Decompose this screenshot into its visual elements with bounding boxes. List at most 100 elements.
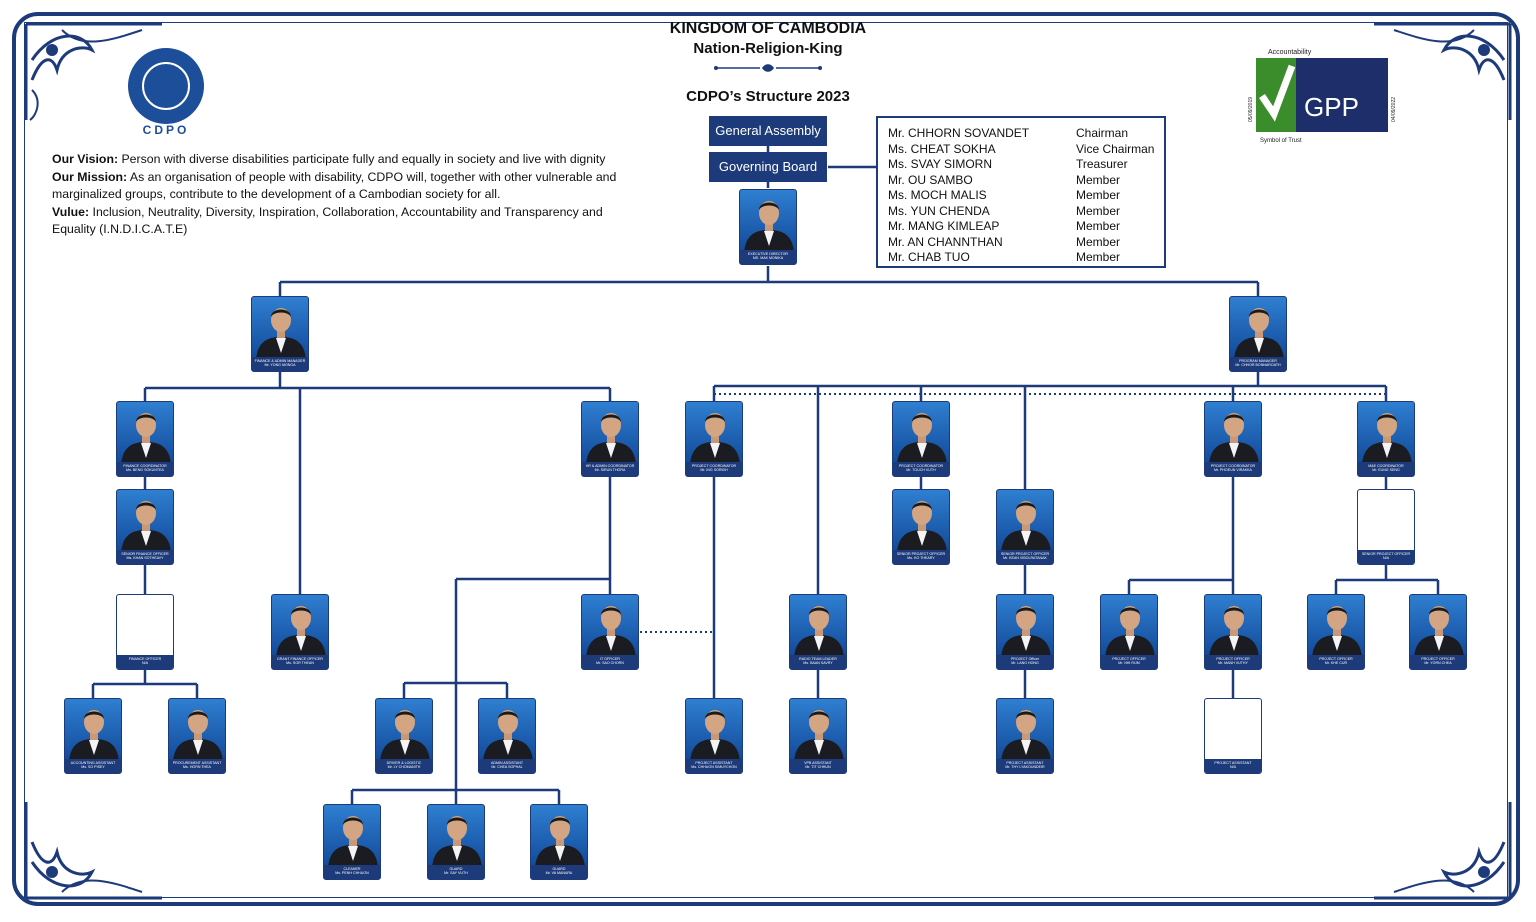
board-member-role: Member: [1076, 172, 1121, 187]
staff-name: N/A: [142, 661, 148, 665]
staff-title: GUARD: [552, 866, 566, 871]
staff-title: DRIVER & LOGISTIC: [386, 760, 422, 765]
staff-title: PROCUREMENT ASSISTANT: [172, 760, 222, 765]
staff-name: Mr. NHI RIJM: [1118, 661, 1140, 665]
staff-name: Ms. BAAN SAVRY: [803, 661, 833, 665]
gpp-accountability: Accountability: [1268, 49, 1312, 56]
gpp-brand: GPP: [1304, 92, 1359, 122]
staff-title: RADIO TEAM LEADER: [799, 656, 837, 661]
board-member-name: Ms. YUN CHENDA: [888, 203, 990, 218]
person-photo-icon: [1001, 710, 1051, 761]
board-member-role: Vice Chairman: [1076, 141, 1155, 156]
staff-name: Mr. YORN CHEA: [1424, 661, 1452, 665]
person-photo-icon: [690, 710, 740, 761]
kingdom-motto: Nation-Religion-King: [693, 40, 843, 57]
person-photo-icon: [121, 413, 171, 464]
board-member-name: Ms. SVAY SIMORN: [888, 157, 993, 171]
person-photo-icon: [1234, 308, 1284, 359]
value-text: Inclusion, Neutrality, Diversity, Inspir…: [52, 204, 603, 237]
staff-name: Ms. PENH CHHUON: [335, 871, 369, 875]
staff-title: GRANT FINANCE OFFICER: [276, 656, 324, 661]
board-member-name: Mr. CHAB TUO: [888, 250, 970, 264]
staff-title: PROJECT OFFICER: [1421, 656, 1455, 661]
staff-title: PROJECT OFFICER: [1216, 656, 1250, 661]
person-photo-icon: [1001, 501, 1051, 552]
ornament-top-left-icon: [24, 22, 162, 121]
staff-name: Mr. CHEA SOPHAL: [491, 765, 523, 769]
staff-name: Ms. HORN THEA: [183, 765, 211, 769]
staff-name: Mr. KHE CUR: [1324, 661, 1348, 665]
staff-title: CLEANER: [343, 866, 361, 871]
staff-name: MS. MAK MONIKA: [752, 256, 784, 260]
board-member-role: Member: [1076, 219, 1121, 233]
person-photo-icon: [897, 413, 947, 464]
person-photo-icon: [173, 710, 223, 761]
staff-name: Mr. THY LYAKOUNDEIR: [1005, 765, 1045, 769]
staff-name: Ms. BENG SOKUNTEA: [126, 468, 164, 472]
person-photo-icon: [1105, 606, 1155, 657]
value-statement: Vulue: Inclusion, Neutrality, Diversity,…: [52, 204, 642, 239]
ornament-bottom-left-icon: [24, 802, 162, 900]
staff-name: Mr. TIT CHHUN: [805, 765, 831, 769]
staff-title: VPB ASSISTANT: [804, 760, 832, 765]
staff-title: SENIOR FINANCE OFFICER: [121, 551, 169, 556]
vision-statement: Our Vision: Person with diverse disabili…: [52, 151, 642, 169]
person-photo-icon: [744, 201, 794, 252]
staff-name: N/A: [1230, 765, 1236, 769]
governing-board-box: Governing Board: [709, 152, 827, 182]
board-member-name: Mr. AN CHANNTHAN: [888, 234, 1003, 249]
staff-name: Ms. KHAN SOTHEAVY: [126, 556, 164, 560]
staff-title: PROJECT COORDINATOR: [898, 463, 944, 468]
staff-name: Ms. SO PISEY: [81, 765, 105, 769]
value-label: Vulue:: [52, 204, 90, 219]
gpp-date-left: 05/09/2019: [1248, 97, 1254, 122]
statements: Our Vision: Person with diverse disabili…: [52, 151, 642, 239]
board-member-name: Mr. MANG KIMLEAP: [888, 219, 1000, 233]
staff-title: PROJECT Officer: [1010, 656, 1040, 661]
gpp-date-right: 04/09/2022: [1391, 97, 1397, 122]
staff-name: Ms. SOR THEAN: [286, 661, 314, 665]
person-photo-icon: [535, 816, 585, 867]
cdpo-logo-icon: [128, 48, 204, 124]
person-photo-icon: [690, 413, 740, 464]
person-photo-icon: [1414, 606, 1464, 657]
logo-text: CDPO: [142, 123, 190, 137]
staff-name: Mr. LY CHOMANITH: [387, 765, 421, 769]
